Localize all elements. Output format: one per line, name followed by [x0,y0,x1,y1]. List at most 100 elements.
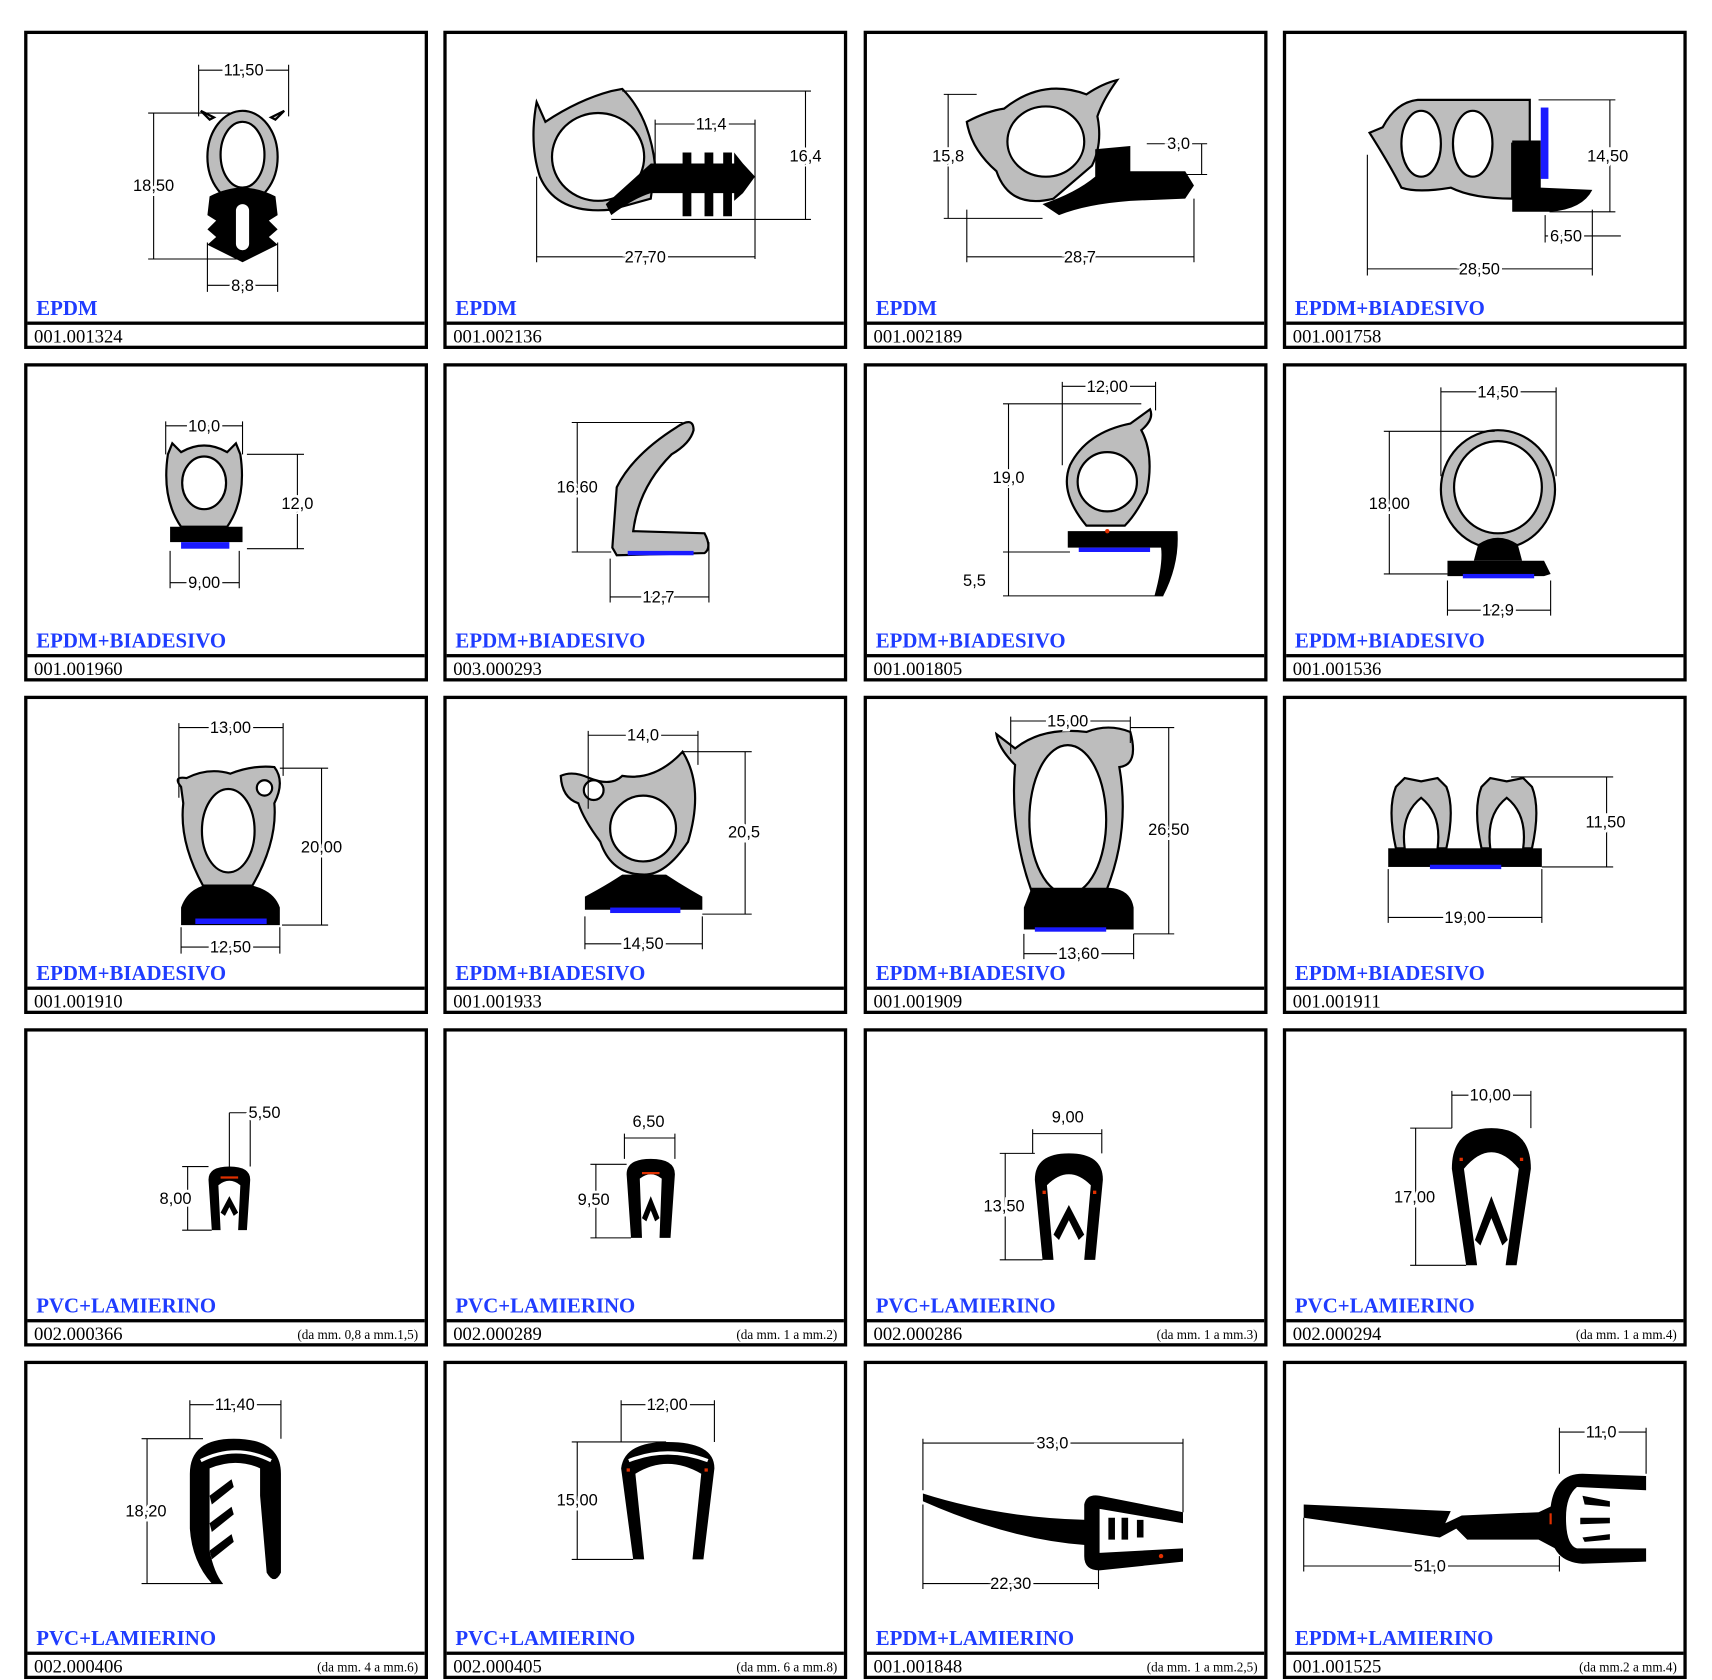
profile-shape [209,1479,234,1560]
thickness-range: (da mm. 1 a mm.3) [1156,1326,1258,1343]
profile-shape [170,526,243,543]
product-code: 001.001805 [873,658,963,680]
dimension-label: 51,0 [1414,1557,1446,1575]
dimension-label: 6,50 [633,1113,665,1131]
dimension-label: 10,0 [188,417,220,435]
profile-shape [220,1176,239,1179]
dimension-label: 11,4 [696,115,727,133]
dimension-label: 12,00 [1087,378,1128,396]
dimension-label: 18,20 [125,1503,166,1521]
profile-shape [582,779,605,802]
profile-shape [1034,1153,1103,1260]
profile-shape [1034,927,1107,932]
profile-shape [1447,560,1551,577]
dimension-label: 8,8 [231,277,254,295]
dimension-line [943,93,1208,263]
dimension-line [1003,381,1164,597]
dimension-label: 19,00 [1444,909,1485,927]
profile-shape [181,542,230,549]
product-code: 001.001909 [873,990,963,1012]
profile-shape [1550,1473,1647,1564]
dimension-line [590,1133,676,1239]
material-label: PVC+LAMIERINO [875,1294,1056,1318]
card-footer: 001.001805 [866,654,1265,680]
product-code: 002.000366 [34,1323,123,1345]
dimension-line [178,723,329,954]
dimension-label: 12,9 [1482,602,1514,620]
profile-shape [1451,109,1494,178]
profile-shape [1006,105,1086,178]
dimension-label: 28,7 [1064,248,1096,266]
profile-shape [550,111,646,202]
card-footer: 002.000286 (da mm. 1 a mm.3) [866,1319,1265,1344]
dimension-label: 11,50 [1586,813,1626,831]
dimension-label: 22,30 [990,1575,1031,1593]
dimension-label: 9,50 [578,1191,610,1209]
material-label: EPDM+LAMIERINO [1294,1627,1494,1651]
profile-shape [626,1158,675,1238]
product-code: 001.001910 [34,990,123,1012]
material-label: EPDM [455,297,517,321]
profile-shape [1076,451,1139,513]
dimension-line [536,90,811,263]
profile-shape [1474,1196,1508,1246]
profile-shape [605,152,756,216]
dimension-label: 10,00 [1470,1087,1511,1105]
dimension-line [999,1129,1103,1261]
profile-shape [1429,864,1502,870]
material-label: EPDM+BIADESIVO [1294,962,1485,986]
dimension-line [571,421,710,603]
dimension-label: 14,50 [1587,147,1628,165]
dimension-label: 17,00 [1394,1189,1435,1207]
profile-shape [1028,744,1108,896]
dimension-label: 9,00 [1052,1109,1084,1127]
product-code: 003.000293 [453,658,542,680]
card-footer: 001.001960 [27,654,425,679]
material-label: EPDM+BIADESIVO [36,629,227,653]
dimension-line [1303,1427,1647,1572]
card-footer: 002.000406 (da mm. 4 a mm.6) [27,1651,425,1677]
dimension-label: 28,50 [1459,260,1500,278]
dimension-label: 27,70 [625,248,666,266]
card-footer: 001.001525 (da mm.2 a mm.4) [1286,1651,1684,1677]
dimension-label: 11,50 [224,62,264,80]
dimension-line [584,730,752,950]
profile-shape [628,1451,709,1463]
dimension-label: 14,50 [1477,383,1518,401]
card-footer: 002.000289 (da mm. 1 a mm.2) [446,1319,844,1344]
card-footer: 001.001933 [446,986,844,1012]
thickness-range: (da mm. 0,8 a mm.1,5) [297,1326,419,1343]
dimension-label: 15,00 [557,1492,598,1510]
material-label: EPDM [875,297,938,321]
profile-shape [1580,1495,1610,1542]
product-code: 002.000294 [1292,1323,1382,1345]
profile-shape [1473,537,1523,561]
thickness-range: (da mm. 6 a mm.8) [736,1659,838,1675]
